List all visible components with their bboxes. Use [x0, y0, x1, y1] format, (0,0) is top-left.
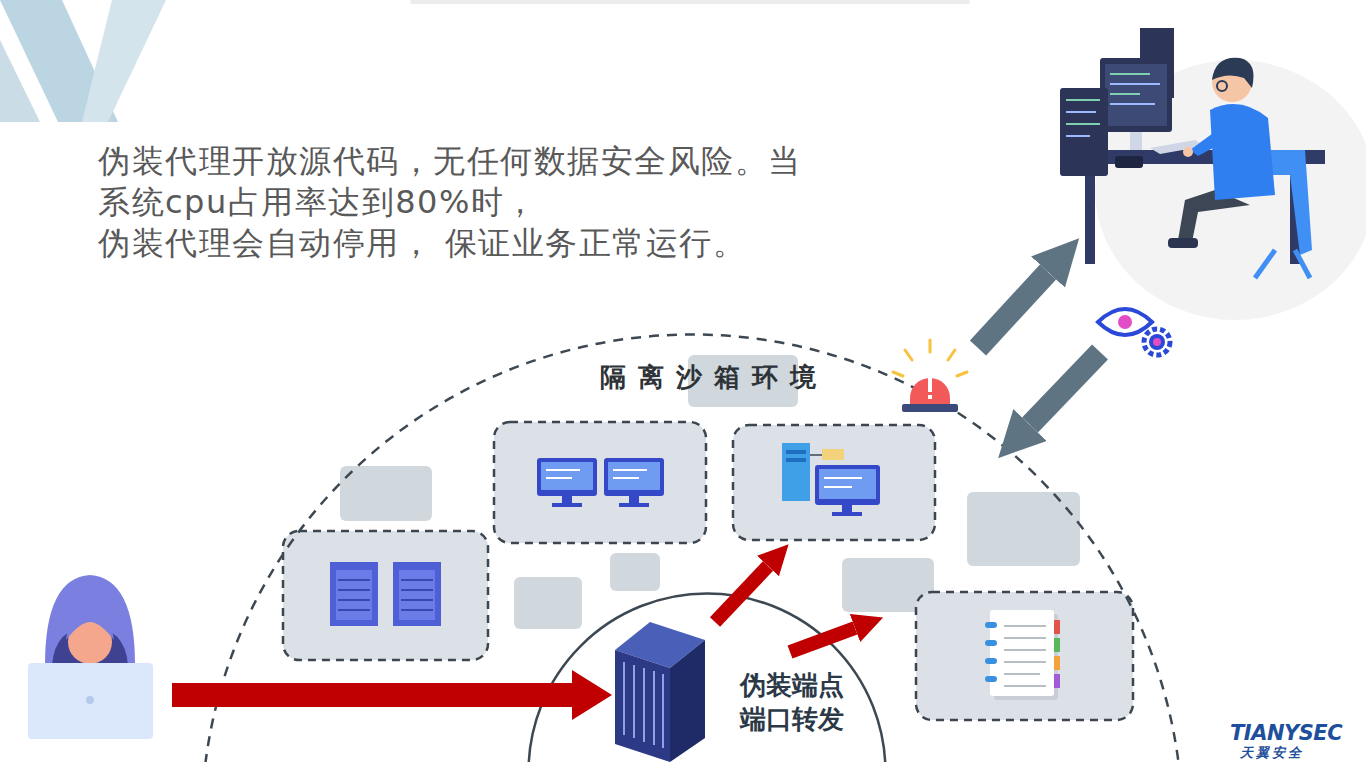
alarm-icon: [893, 340, 967, 412]
logo-subtext: 天翼安全: [1240, 744, 1304, 762]
zone-arc: [529, 594, 886, 762]
logo-text: TIANYSEC: [1230, 721, 1342, 745]
server-rack-icon: [330, 562, 441, 626]
server-monitor-icon: [782, 443, 880, 516]
notebook-icon: [985, 610, 1060, 700]
placeholder-block: [340, 355, 1080, 629]
note-text: 伪装代理开放源代码，无任何数据安全风险。当 系统cpu占用率达到80%时，伪装代…: [98, 141, 848, 264]
decoy-server-icon: [615, 622, 705, 762]
monitor-icon: [537, 458, 664, 507]
corner-decoration: [82, 0, 166, 122]
sandbox-zone: 隔离沙箱环境伪装端点 端口转发: [200, 333, 1184, 762]
corner-decoration: [0, 40, 40, 122]
zone-label: 伪装端点 端口转发: [740, 668, 870, 736]
zone-outline: [200, 333, 1184, 762]
forward-arrow: [790, 628, 855, 652]
zone-arc: [202, 335, 1183, 762]
resource-box: [283, 422, 1133, 720]
report-arrow: [978, 272, 1048, 348]
control-arrow: [1030, 352, 1100, 425]
top-bar: [410, 0, 970, 4]
attacker-icon: [28, 575, 153, 739]
zone-title: 隔离沙箱环境: [600, 360, 828, 395]
developer-illustration: [1060, 28, 1366, 320]
monitoring-icon: [1098, 309, 1170, 355]
decoy-endpoint-zone: 伪装端点 端口转发: [527, 592, 887, 762]
corner-decoration: [0, 0, 118, 122]
